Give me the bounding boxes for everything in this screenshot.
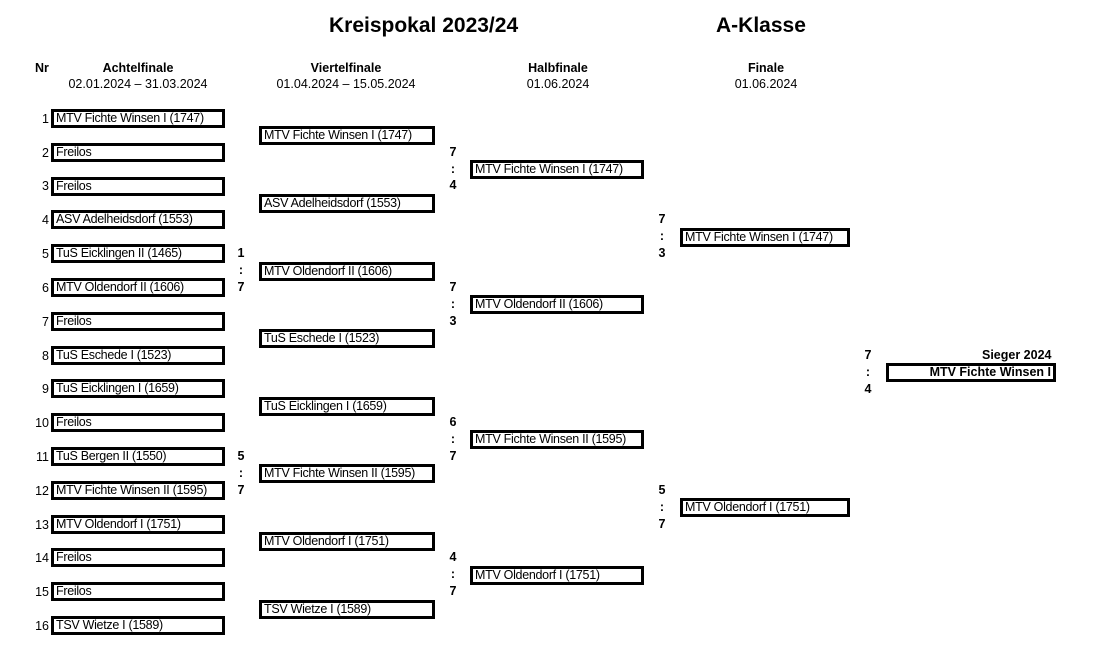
entry-number: 5: [42, 247, 49, 261]
round-name: Finale: [747, 61, 785, 75]
round-dates: 01.06.2024: [526, 77, 590, 91]
score-separator: :: [659, 500, 665, 514]
team-box: ASV Adelheidsdorf (1553): [259, 194, 435, 213]
round-dates: 02.01.2024 – 31.03.2024: [68, 77, 208, 91]
entry-number: 10: [35, 416, 49, 430]
round-name: Halbfinale: [528, 61, 588, 75]
score-home: 5: [237, 449, 245, 463]
team-box: MTV Fichte Winsen II (1595): [259, 464, 435, 483]
team-box: MTV Oldendorf I (1751): [680, 498, 850, 517]
score-home: 7: [449, 145, 457, 159]
score-away: 7: [449, 449, 457, 463]
score-home: 5: [658, 483, 666, 497]
round-dates: 01.06.2024: [734, 77, 798, 91]
entry-number: 13: [35, 518, 49, 532]
score-home: 7: [449, 280, 457, 294]
team-box: TuS Eicklingen I (1659): [259, 397, 435, 416]
team-box: TSV Wietze I (1589): [51, 616, 225, 635]
team-box: Freilos: [51, 548, 225, 567]
winner-box: MTV Fichte Winsen I: [886, 363, 1056, 382]
score-away: 7: [658, 517, 666, 531]
team-box: MTV Fichte Winsen I (1747): [51, 109, 225, 128]
entry-number: 12: [35, 484, 49, 498]
team-box: Freilos: [51, 143, 225, 162]
team-box: Freilos: [51, 413, 225, 432]
score-away: 7: [449, 584, 457, 598]
team-box: TuS Eschede I (1523): [51, 346, 225, 365]
team-box: MTV Oldendorf I (1751): [470, 566, 644, 585]
team-box: MTV Fichte Winsen II (1595): [51, 481, 225, 500]
score-home: 6: [449, 415, 457, 429]
round-name: Achtelfinale: [102, 61, 174, 75]
team-box: TuS Eicklingen I (1659): [51, 379, 225, 398]
score-away: 3: [658, 246, 666, 260]
entry-number: 4: [42, 213, 49, 227]
team-box: TuS Eicklingen II (1465): [51, 244, 225, 263]
team-box: Freilos: [51, 312, 225, 331]
score-separator: :: [450, 162, 456, 176]
team-box: Freilos: [51, 582, 225, 601]
round-dates: 01.04.2024 – 15.05.2024: [276, 77, 416, 91]
entry-number: 1: [42, 112, 49, 126]
team-box: MTV Oldendorf II (1606): [470, 295, 644, 314]
score-separator: :: [450, 567, 456, 581]
score-away: 4: [449, 178, 457, 192]
score-home: 7: [658, 212, 666, 226]
entry-number: 16: [35, 619, 49, 633]
score-separator: :: [865, 365, 871, 379]
score-home: 1: [237, 246, 245, 260]
winner-label: Sieger 2024: [982, 348, 1052, 362]
entry-number: 6: [42, 281, 49, 295]
entry-number: 11: [36, 450, 49, 464]
entry-number: 14: [35, 551, 49, 565]
score-home: 7: [864, 348, 872, 362]
score-separator: :: [659, 229, 665, 243]
score-away: 4: [864, 382, 872, 396]
round-header-achtelfinale: Achtelfinale 02.01.2024 – 31.03.2024: [48, 60, 228, 92]
score-away: 7: [237, 280, 245, 294]
entry-number: 2: [42, 146, 49, 160]
team-box: TuS Bergen II (1550): [51, 447, 225, 466]
team-box: MTV Oldendorf I (1751): [51, 515, 225, 534]
team-box: MTV Oldendorf II (1606): [259, 262, 435, 281]
round-header-halbfinale: Halbfinale 01.06.2024: [468, 60, 648, 92]
score-away: 7: [237, 483, 245, 497]
class-title: A-Klasse: [716, 14, 806, 37]
team-box: ASV Adelheidsdorf (1553): [51, 210, 225, 229]
score-separator: :: [238, 466, 244, 480]
team-box: MTV Oldendorf I (1751): [259, 532, 435, 551]
entry-number: 15: [35, 585, 49, 599]
round-header-viertelfinale: Viertelfinale 01.04.2024 – 15.05.2024: [256, 60, 436, 92]
round-header-finale: Finale 01.06.2024: [676, 60, 856, 92]
team-box: Freilos: [51, 177, 225, 196]
team-box: MTV Fichte Winsen I (1747): [259, 126, 435, 145]
nr-header: Nr: [35, 61, 49, 75]
team-box: MTV Fichte Winsen II (1595): [470, 430, 644, 449]
score-separator: :: [450, 297, 456, 311]
team-box: TSV Wietze I (1589): [259, 600, 435, 619]
entry-number: 8: [42, 349, 49, 363]
entry-number: 3: [42, 179, 49, 193]
team-box: TuS Eschede I (1523): [259, 329, 435, 348]
score-away: 3: [449, 314, 457, 328]
team-box: MTV Fichte Winsen I (1747): [680, 228, 850, 247]
team-box: MTV Fichte Winsen I (1747): [470, 160, 644, 179]
round-name: Viertelfinale: [310, 61, 382, 75]
score-home: 4: [449, 550, 457, 564]
entry-number: 7: [42, 315, 49, 329]
score-separator: :: [450, 432, 456, 446]
page-title: Kreispokal 2023/24: [329, 14, 519, 37]
team-box: MTV Oldendorf II (1606): [51, 278, 225, 297]
score-separator: :: [238, 263, 244, 277]
entry-number: 9: [42, 382, 49, 396]
